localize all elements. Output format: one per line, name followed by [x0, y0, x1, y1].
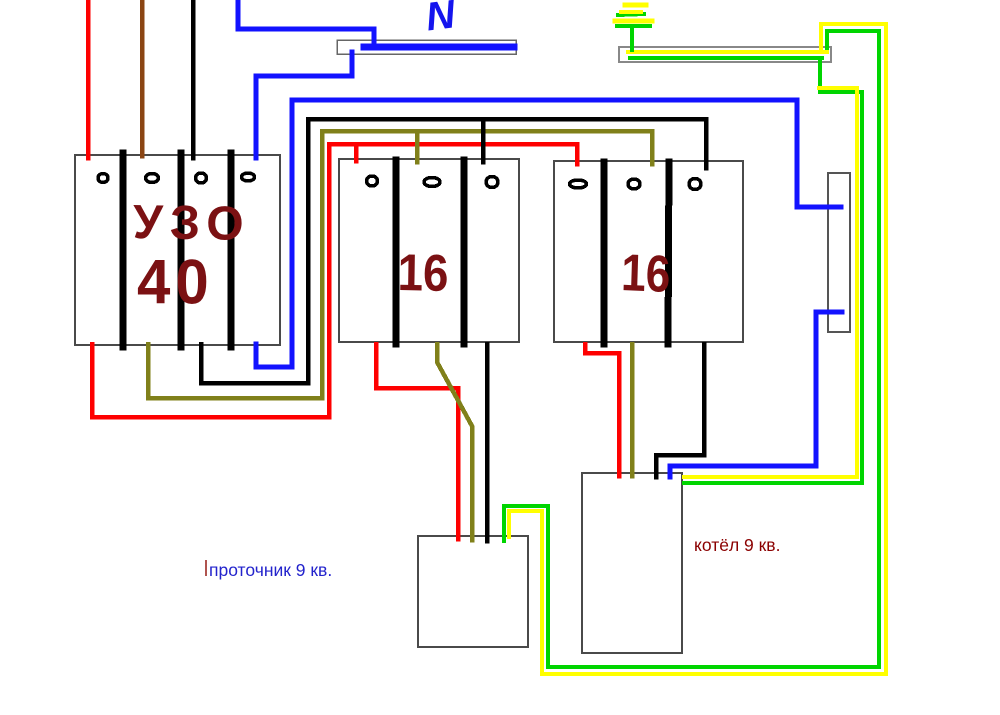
ground-symbol-bar [615, 11, 647, 18]
terminal-screw-icon [626, 177, 642, 191]
terminal-block [827, 172, 851, 333]
terminal-screw-icon [364, 174, 380, 188]
neutral-supply-to-bus-wire [235, 0, 377, 47]
phase-olive-distribution-wire [145, 128, 655, 401]
breaker-box-outline [553, 160, 744, 343]
terminal-screw-icon [96, 171, 110, 185]
ground-yellow-to-heater-wire [507, 22, 888, 676]
heater-breaker-rating-label: 16 [397, 244, 449, 304]
phase-black-to-boiler-wire [653, 341, 707, 480]
phase-olive-to-heater-wire [434, 341, 475, 543]
neutral-to-terminal-block-wire [253, 97, 844, 370]
phase-red-distribution-wire [89, 141, 580, 420]
phase-red-wires [85, 0, 622, 542]
earth-ground-symbol-icon [612, 2, 655, 52]
terminal-screw-icon [687, 176, 703, 192]
neutral-bus-to-rcd-wire [253, 49, 355, 161]
terminal-screw-icon [484, 174, 500, 190]
neutral-wires [235, 0, 845, 480]
ground-bus [618, 46, 832, 63]
heater-appliance-label: проточник 9 кв. [209, 560, 333, 580]
ground-green-wires [502, 29, 881, 669]
ground-yellow-wires [507, 22, 888, 676]
terminal-screw-icon [193, 171, 209, 185]
breaker-box-outline [338, 158, 520, 343]
breaker-module-divider [664, 158, 673, 348]
ground-green-to-heater-wire [502, 29, 881, 669]
ground-yellow-to-boiler-wire [682, 86, 859, 479]
boiler-appliance-box [581, 472, 683, 654]
terminal-screw-icon [143, 171, 161, 185]
terminal-screw-icon [422, 175, 442, 189]
breaker-box-heater [338, 156, 520, 348]
boiler-breaker-rating-label: 16 [620, 244, 672, 304]
rcd-breaker-box [74, 149, 281, 351]
rcd-type-label: УЗО [132, 195, 252, 252]
phase-black-distribution-wire [198, 116, 709, 386]
phase-red-to-boiler-wire [582, 341, 622, 479]
phase-black-wires [190, 0, 709, 544]
phase-red-to-heater-wire [373, 341, 461, 542]
phase-olive-wires [145, 128, 655, 543]
neutral-terminal-to-boiler-wire [667, 309, 845, 480]
terminal-screw-icon [567, 178, 589, 190]
neutral-bus [336, 39, 518, 55]
text-cursor [205, 560, 207, 576]
heater-appliance-box [417, 535, 529, 648]
neutral-bus-label: N [423, 0, 458, 40]
boiler-appliance-label: котёл 9 кв. [694, 535, 781, 555]
ground-green-to-boiler-wire [682, 60, 864, 485]
rcd-rating-label: 40 [137, 246, 214, 318]
breaker-box-boiler [553, 158, 744, 348]
terminal-screw-icon [239, 171, 257, 183]
